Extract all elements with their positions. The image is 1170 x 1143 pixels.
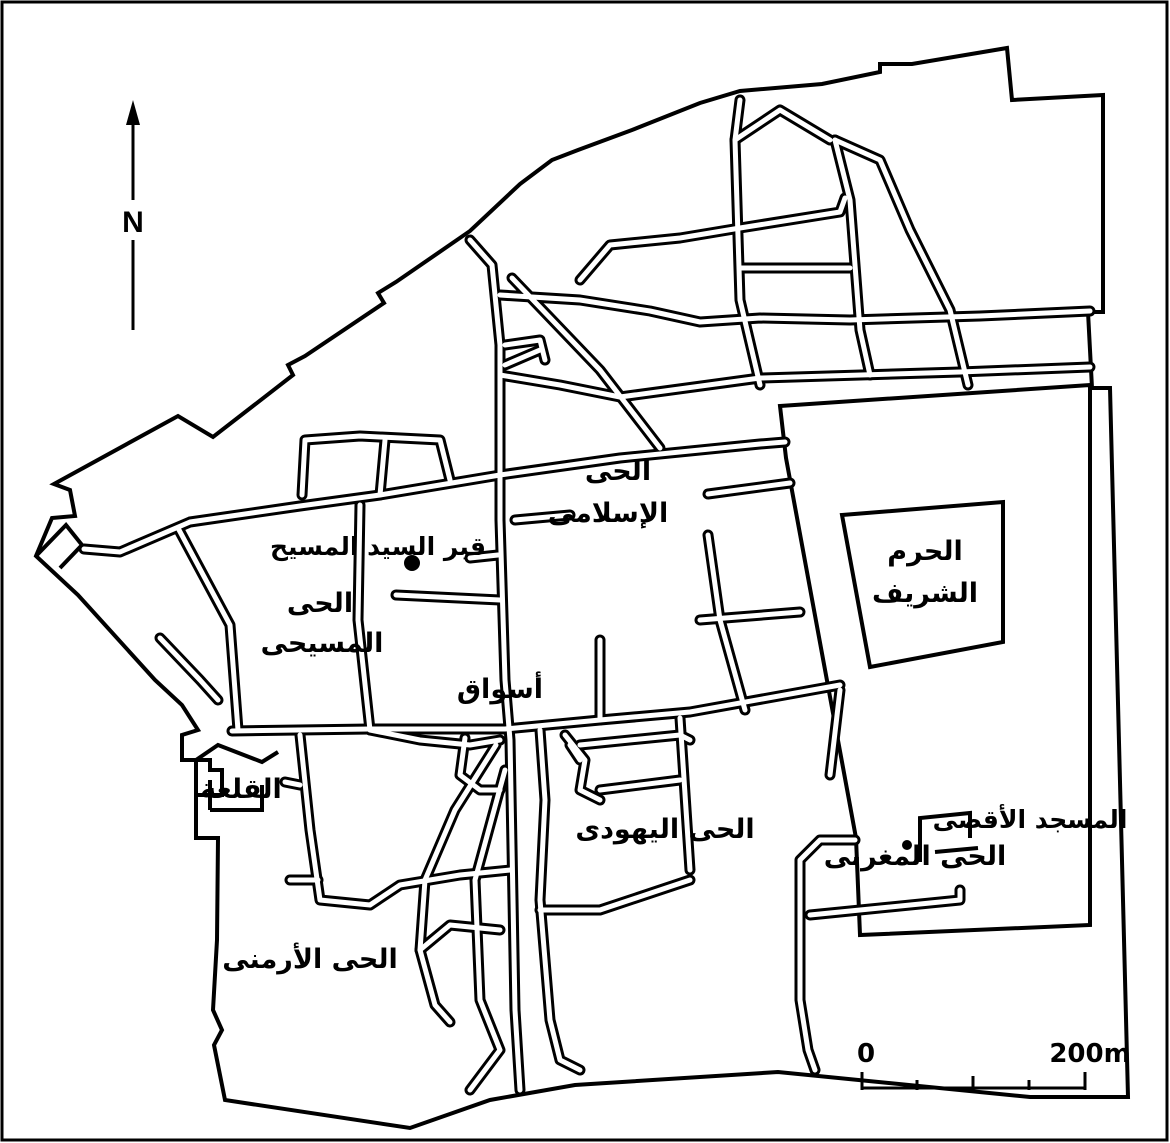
map-labels: الحى الإسلامى قبر السيد المسيح الحى المس… xyxy=(200,456,1127,975)
label-armenian-quarter: الحى الأرمنى xyxy=(222,942,398,975)
label-haram-line2: الشريف xyxy=(872,578,978,609)
city-wall xyxy=(33,45,1131,1131)
label-muslim-quarter-line1: الحى xyxy=(585,456,651,487)
label-jewish-quarter: الحى اليهودى xyxy=(575,814,754,845)
aqsa-building xyxy=(918,810,979,862)
scale-end-label: 200m xyxy=(1049,1039,1130,1069)
aqsa-marker xyxy=(902,840,912,850)
scale-bar: 0 200m xyxy=(857,1039,1131,1090)
holy-sepulchre-marker xyxy=(404,555,420,571)
label-muslim-quarter-line2: الإسلامى xyxy=(548,498,668,529)
label-haram-line1: الحرم xyxy=(887,536,962,567)
north-label: N xyxy=(122,206,144,239)
wall-inner-corner xyxy=(34,521,85,570)
street-network xyxy=(78,94,1096,1096)
scale-zero-label: 0 xyxy=(857,1039,875,1069)
label-moroccan-quarter: الحى المغربى xyxy=(824,841,1007,872)
citadel-outline xyxy=(194,742,280,812)
label-aqsa: المسجد الأقصى xyxy=(933,804,1128,834)
label-souks: أسواق xyxy=(457,671,543,705)
haram-enclosure xyxy=(777,382,1092,938)
dome-platform xyxy=(839,499,1005,670)
label-holy-sepulchre: قبر السيد المسيح xyxy=(270,532,486,562)
north-arrow: N xyxy=(122,100,144,330)
label-christian-quarter-line2: المسيحى xyxy=(261,628,384,659)
label-citadel: القلعة xyxy=(200,774,281,805)
label-christian-quarter-line1: الحى xyxy=(287,588,353,619)
